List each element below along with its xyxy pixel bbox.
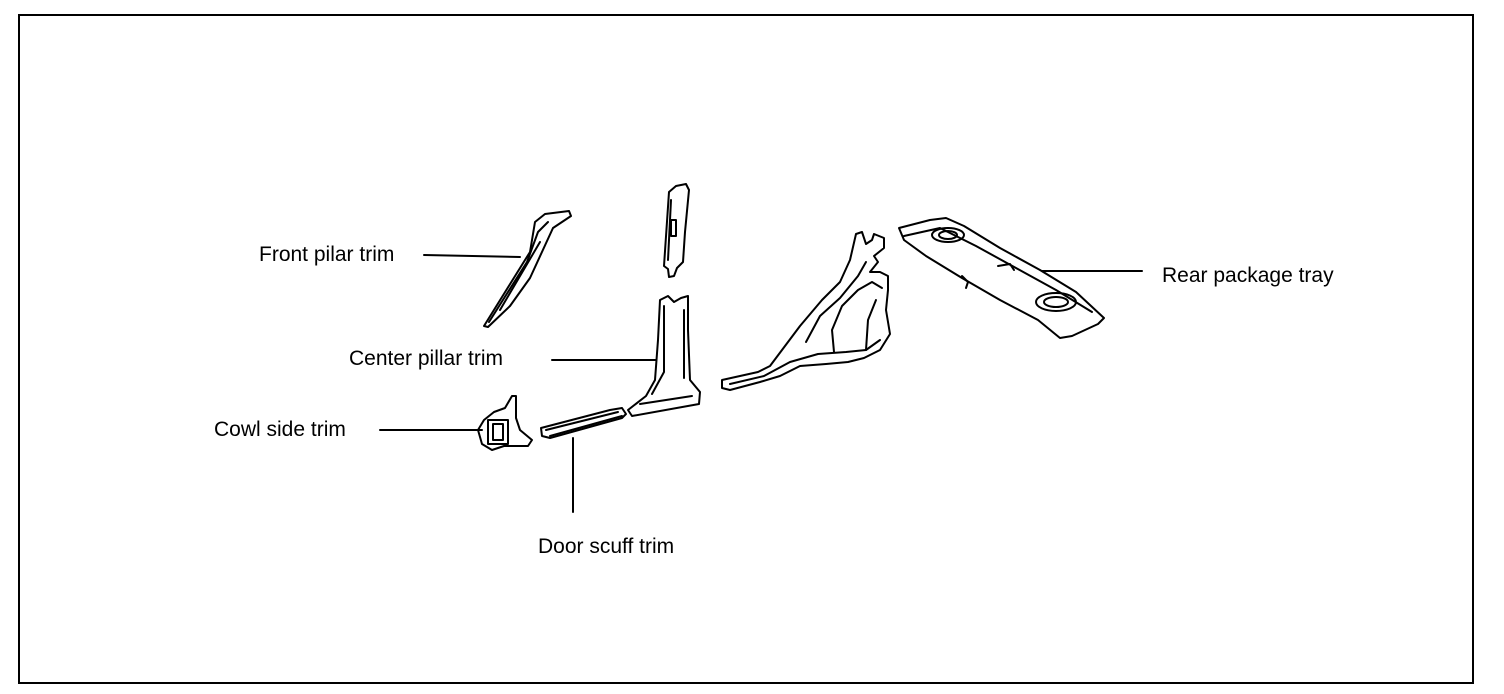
center-pillar-upper-trim-part — [663, 183, 690, 278]
cowl-side-trim-part — [477, 395, 533, 451]
front-pillar-trim-label: Front pilar trim — [259, 243, 395, 266]
door-scuff-trim-part — [540, 407, 627, 439]
cowl-side-trim-label: Cowl side trim — [214, 418, 346, 441]
center-pillar-trim-label: Center pillar trim — [349, 347, 504, 370]
rear-package-tray-part — [898, 217, 1105, 339]
front-pillar-leader-line — [423, 254, 521, 258]
front-pillar-trim-part — [483, 210, 572, 328]
center-pillar-lower-trim-part — [627, 295, 701, 417]
diagram-frame — [18, 14, 1474, 684]
door-scuff-trim-label: Door scuff trim — [538, 535, 675, 558]
rear-package-tray-label: Rear package tray — [1162, 264, 1334, 287]
rear-quarter-trim-part — [721, 231, 891, 391]
